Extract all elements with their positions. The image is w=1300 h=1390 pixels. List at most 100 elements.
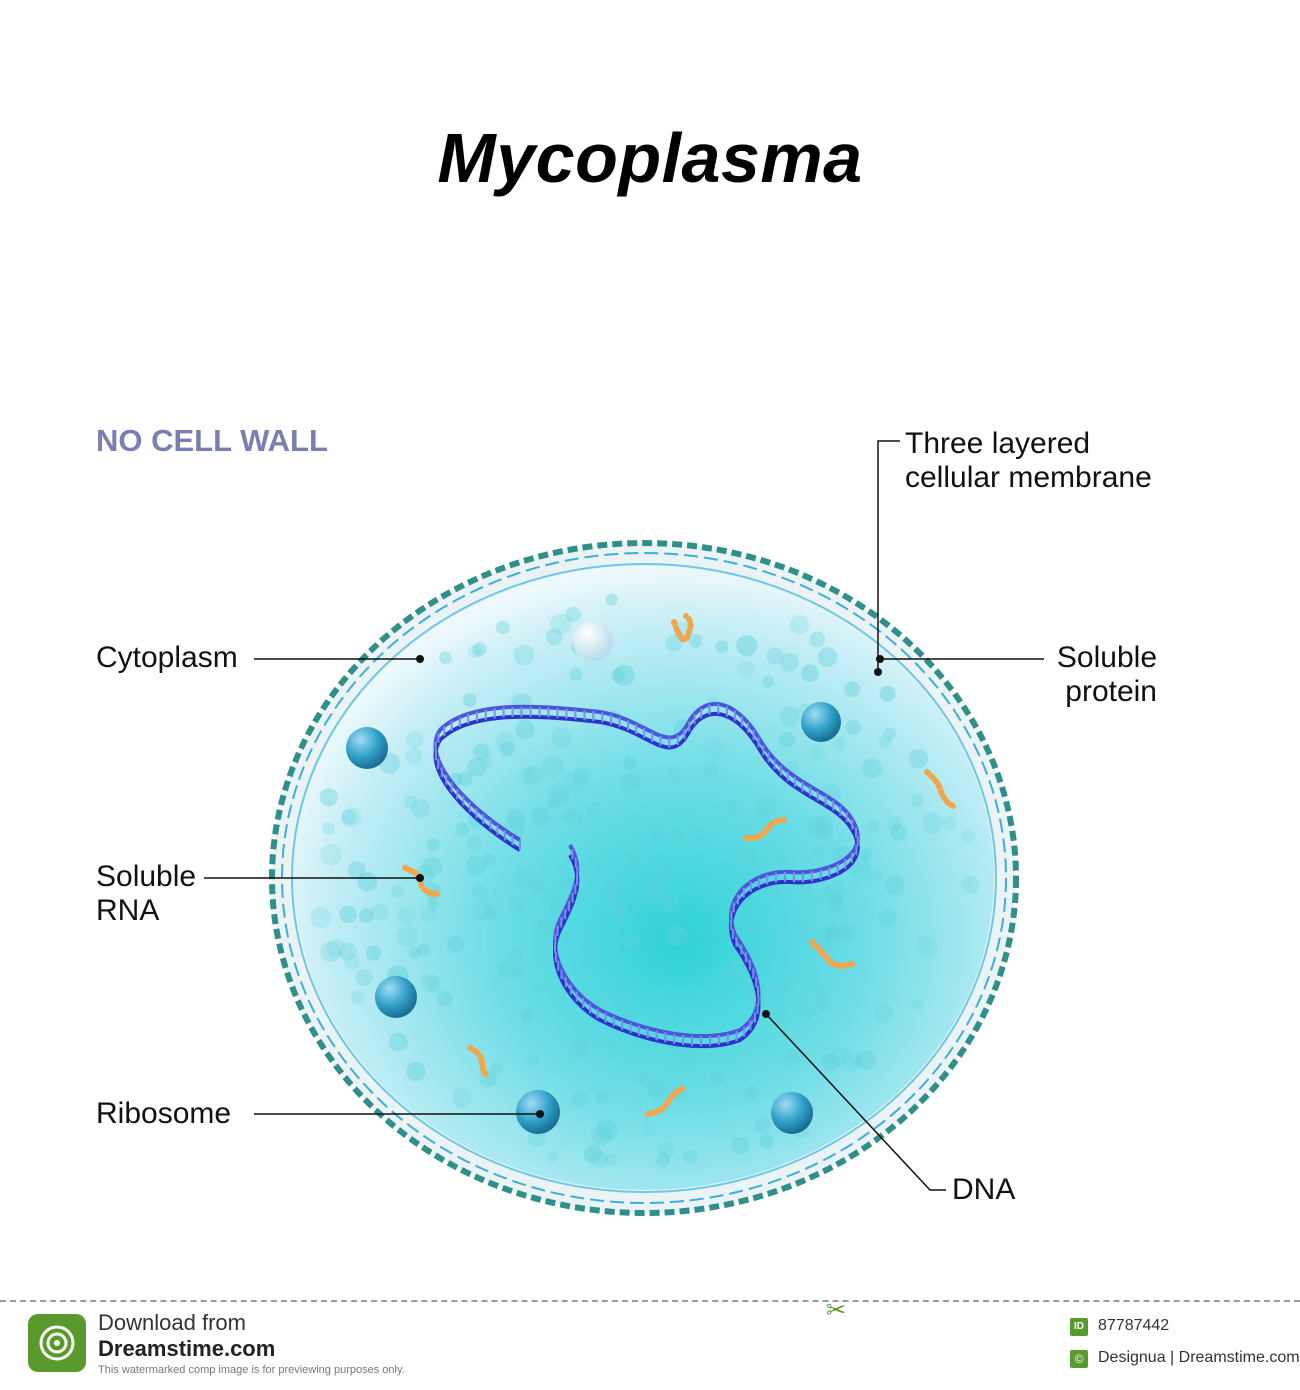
protein-dot bbox=[405, 747, 423, 765]
protein-dot bbox=[547, 1150, 560, 1163]
ribosome bbox=[346, 727, 388, 769]
protein-dot bbox=[817, 888, 836, 907]
footer-credit: Designua | Dreamstime.com bbox=[1098, 1349, 1300, 1366]
scissors-icon: ✂ bbox=[826, 1297, 847, 1324]
protein-dot bbox=[787, 1045, 805, 1063]
footer-divider bbox=[0, 1300, 1300, 1302]
protein-dot bbox=[585, 802, 603, 820]
protein-dot bbox=[781, 979, 795, 993]
protein-dot bbox=[961, 875, 980, 894]
protein-dot bbox=[811, 986, 831, 1006]
protein-dot bbox=[656, 1152, 671, 1168]
protein-dot bbox=[577, 947, 597, 967]
label-soluble-protein: Soluble protein bbox=[1055, 641, 1157, 709]
ribosome bbox=[801, 702, 841, 742]
protein-dot bbox=[499, 741, 515, 757]
protein-dot bbox=[397, 926, 419, 948]
protein-dot bbox=[806, 817, 828, 839]
protein-dot bbox=[473, 743, 490, 761]
protein-dot bbox=[626, 837, 640, 852]
protein-dot bbox=[833, 736, 847, 750]
protein-dot bbox=[866, 819, 880, 832]
protein-dot bbox=[762, 675, 775, 688]
protein-dot bbox=[809, 631, 826, 648]
protein-dot bbox=[889, 824, 907, 841]
protein-dot bbox=[605, 874, 620, 888]
protein-dot bbox=[513, 644, 535, 666]
protein-dot bbox=[531, 982, 546, 997]
protein-dot bbox=[809, 743, 825, 760]
protein-dot bbox=[422, 856, 443, 877]
footer-image-id: 87787442 bbox=[1098, 1317, 1170, 1334]
protein-dot bbox=[727, 853, 748, 874]
protein-dot bbox=[320, 843, 343, 866]
protein-dot bbox=[688, 633, 703, 648]
protein-dot bbox=[355, 969, 373, 986]
protein-dot bbox=[320, 941, 341, 963]
footer-download-text: Download from bbox=[98, 1310, 246, 1335]
diagram-title: Mycoplasma bbox=[437, 119, 863, 197]
protein-dot bbox=[800, 664, 819, 683]
protein-dot bbox=[702, 737, 725, 760]
protein-dot bbox=[322, 822, 335, 835]
protein-dot bbox=[437, 991, 453, 1007]
protein-dot bbox=[621, 850, 634, 864]
protein-dot bbox=[465, 856, 486, 877]
protein-dot bbox=[731, 1136, 750, 1155]
protein-dot bbox=[604, 884, 622, 903]
protein-dot bbox=[688, 827, 708, 846]
footer-site-link[interactable]: Dreamstime.com bbox=[98, 1336, 276, 1361]
protein-dot bbox=[339, 905, 357, 924]
protein-dot bbox=[326, 938, 346, 958]
protein-dot bbox=[780, 653, 799, 672]
protein-dot bbox=[708, 1019, 722, 1032]
protein-dot bbox=[569, 667, 583, 681]
protein-dot bbox=[611, 668, 626, 683]
protein-dot bbox=[347, 861, 366, 879]
protein-dot bbox=[604, 1040, 620, 1056]
protein-dot bbox=[529, 878, 547, 896]
protein-dot bbox=[866, 869, 883, 887]
protein-dot bbox=[568, 1038, 590, 1060]
protein-dot bbox=[855, 1049, 876, 1070]
protein-dot bbox=[537, 917, 556, 935]
protein-dot bbox=[766, 647, 784, 665]
protein-dot bbox=[512, 867, 534, 889]
protein-dot bbox=[779, 732, 795, 748]
protein-dot bbox=[883, 727, 896, 741]
protein-dot bbox=[497, 964, 510, 977]
protein-dot bbox=[657, 1141, 675, 1159]
protein-dot bbox=[452, 1088, 472, 1108]
protein-dot bbox=[717, 965, 732, 981]
protein-dot bbox=[837, 923, 856, 943]
protein-dot bbox=[462, 693, 477, 708]
protein-dot bbox=[620, 773, 641, 794]
copyright-icon: © bbox=[1070, 1350, 1088, 1368]
protein-dot bbox=[681, 1149, 698, 1165]
protein-dot bbox=[588, 855, 604, 871]
protein-dot bbox=[561, 809, 575, 822]
protein-dot bbox=[571, 1090, 589, 1108]
protein-dot bbox=[841, 1050, 863, 1072]
protein-dot bbox=[410, 798, 431, 819]
protein-dot bbox=[942, 816, 957, 831]
label-cytoplasm: Cytoplasm bbox=[96, 641, 238, 674]
soluble-protein-dots bbox=[310, 593, 980, 1168]
protein-dot bbox=[648, 1082, 668, 1101]
protein-dot bbox=[665, 634, 683, 652]
protein-dot bbox=[642, 881, 664, 902]
leader-lines bbox=[204, 440, 1044, 1191]
protein-dot bbox=[736, 635, 758, 657]
protein-dot bbox=[844, 681, 861, 697]
protein-dot bbox=[646, 1078, 664, 1097]
protein-dot bbox=[467, 757, 487, 777]
protein-dot bbox=[546, 797, 560, 810]
protein-dot bbox=[344, 953, 361, 970]
protein-dot bbox=[545, 628, 563, 646]
protein-dot bbox=[567, 810, 583, 827]
protein-dot bbox=[908, 749, 928, 769]
protein-dot bbox=[649, 866, 666, 882]
label-soluble-protein-line2: protein bbox=[1065, 675, 1157, 708]
protein-dot bbox=[822, 1053, 840, 1071]
